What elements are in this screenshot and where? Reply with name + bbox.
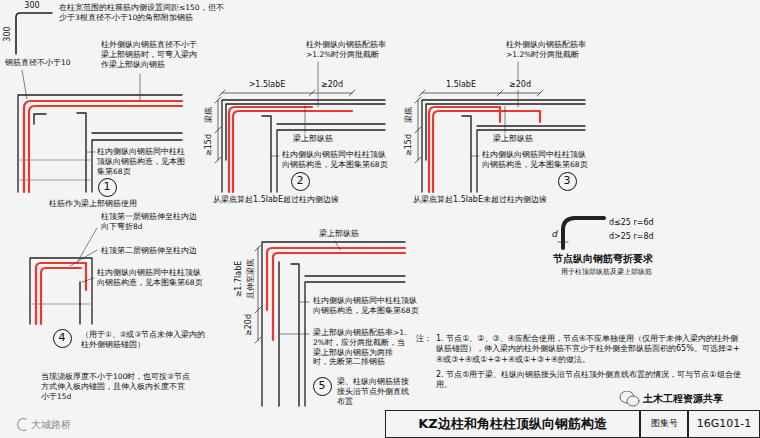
column-outer-rebar (36, 263, 86, 324)
title-cell: 图集号 (640, 410, 688, 438)
watermark-icon (627, 396, 639, 406)
watermark-icon (18, 419, 26, 431)
stirrup (20, 160, 90, 180)
dimension-label: ≥15d (404, 133, 414, 157)
dimension-label: ≥20d (244, 313, 254, 337)
callout-number: 4 (53, 329, 72, 348)
annotation-text: 钢筋直径不小于10 (4, 58, 86, 68)
beam-top-rebar (267, 248, 405, 340)
annotation-text: 柱内侧纵向钢筋同中柱柱顶纵向钢筋构造，见本图集第68页 (96, 147, 190, 176)
dimension-label: ≥20d (320, 80, 344, 90)
dimension-label: ≥1.7labE (234, 260, 244, 299)
note-text: 1. 节点①、②、③、④应配合使用，节点④不应单独使用（仅用于未伸入梁内的柱外侧… (435, 334, 742, 365)
dimension-label: ≥15d (204, 133, 214, 157)
detail-caption: 用于柱顶部纵筋及梁上部纵筋 (560, 268, 653, 277)
detail-caption: 柱筋作为梁上部钢筋使用 (48, 199, 138, 209)
rebar (79, 282, 80, 324)
part-label: 梁上部纵筋 (292, 134, 334, 144)
annotation-text: 柱顶第一层钢筋伸至柱内边向下弯折8d (100, 212, 202, 232)
watermark: 大城路桥 (30, 418, 72, 431)
leader-line (22, 70, 140, 152)
concrete-outline (30, 258, 92, 324)
bend-detail (563, 218, 604, 248)
note-heading: 注： (415, 334, 433, 344)
title-text: 16G101-1 (697, 418, 751, 430)
detail-caption: 从梁底算起1.5labE超过柱内侧边缘 (212, 195, 340, 205)
leader-line (280, 241, 340, 334)
dimension-label: 1.5labE (445, 80, 477, 90)
bend-rule: d>25 r=8d (608, 232, 655, 242)
dimension-line (558, 242, 568, 243)
annotation-text: 当现浇板厚度不小于100时，也可按②节点方式伸入板内锚固，且伸入板内长度不宜小于… (40, 372, 192, 401)
annotation-text: 柱外侧纵向钢筋直径不小于梁上部钢筋时，可弯入梁内作梁上部纵向钢筋 (100, 40, 202, 69)
dimension-label: d (551, 229, 559, 241)
annotation-text: 柱内侧纵向钢筋同中柱柱顶纵向钢筋构造，见本图集第68页 (281, 150, 391, 170)
dimension-label: ≥20d (508, 80, 532, 90)
annotation-text: 柱外侧纵向钢筋配筋率>1.2%时分两批截断 (505, 40, 587, 60)
annotation-text: 柱内侧纵向钢筋同中柱柱顶纵向钢筋构造，见本图集第68页 (481, 150, 591, 170)
callout-text: 5 (319, 380, 326, 392)
callout-number: 5 (313, 377, 332, 396)
leader-line (70, 228, 97, 282)
part-label: 梁上部纵筋 (492, 134, 534, 144)
title-text: KZ边柱和角柱柱顶纵向钢筋构造 (418, 417, 607, 431)
callout-text: 2 (297, 175, 304, 187)
part-label: 梁上部纵筋 (318, 229, 360, 239)
dimension-label: 300 (3, 25, 13, 42)
callout-number: 2 (291, 172, 310, 191)
dimension-label: 300 (23, 1, 40, 11)
detail-caption: 梁、柱纵向钢筋搭接接头沿节点外侧直线布置 (336, 377, 413, 406)
callout-text: 3 (564, 175, 571, 187)
detail-caption: （用于①、②或③节点未伸入梁内的柱外侧钢筋锚固） (80, 330, 207, 350)
rebar (426, 104, 585, 192)
title-text: 图集号 (651, 419, 678, 429)
dimension-label: 梁底 (404, 106, 414, 124)
annotation-text: 柱内侧纵向钢筋同中柱柱顶纵向钢筋构造，见本图集第68页 (96, 268, 208, 288)
concrete-outline (18, 95, 182, 192)
callout-number: 1 (98, 178, 117, 197)
dimension-label: >1.5labE (248, 80, 287, 90)
corner-bar-detail (16, 13, 52, 54)
dimension-label: 且伸至梁底 (246, 258, 256, 300)
rebar (226, 104, 385, 192)
callout-number: 3 (558, 172, 577, 191)
annotation-text: 梁上部纵向钢筋配筋率>1.2%时，应分两批截断，当梁上部纵向钢筋为两排时，先断第… (312, 328, 409, 367)
callout-text: 4 (59, 332, 66, 344)
annotation-text: 柱内侧纵向钢筋同中柱柱顶纵向钢筋构造，见本图集第68页 (312, 296, 424, 316)
watermark: 土木工程资源共享 (642, 392, 724, 405)
annotation-text: 柱顶第二层钢筋伸至柱内边 (100, 246, 202, 256)
title-cell: KZ边柱和角柱柱顶纵向钢筋构造 (385, 410, 640, 438)
callout-text: 1 (104, 181, 111, 193)
concrete-outline (422, 100, 585, 192)
detail-caption: 从梁底算起1.5labE未超过柱内侧边缘 (412, 195, 548, 205)
bend-rule: d≤25 r=6d (608, 218, 655, 228)
detail-heading: 节点纵向钢筋弯折要求 (552, 252, 654, 265)
title-cell: 16G101-1 (688, 410, 760, 438)
dimension-label: 梁底 (204, 106, 214, 124)
note-text: 2. 节点⑤用于梁、柱纵向钢筋接头沿节点柱顶外侧直线布置的情况，可与节点①组合使… (435, 370, 742, 391)
annotation-text: 在柱宽范围的柱箍筋内侧设置间距≤150，但不少于3根直径不小于10的角部附加钢筋 (58, 3, 225, 23)
annotation-text: 柱外侧纵向钢筋配筋率>1.2%时分两批截断 (305, 40, 387, 60)
concrete-outline (222, 100, 385, 192)
